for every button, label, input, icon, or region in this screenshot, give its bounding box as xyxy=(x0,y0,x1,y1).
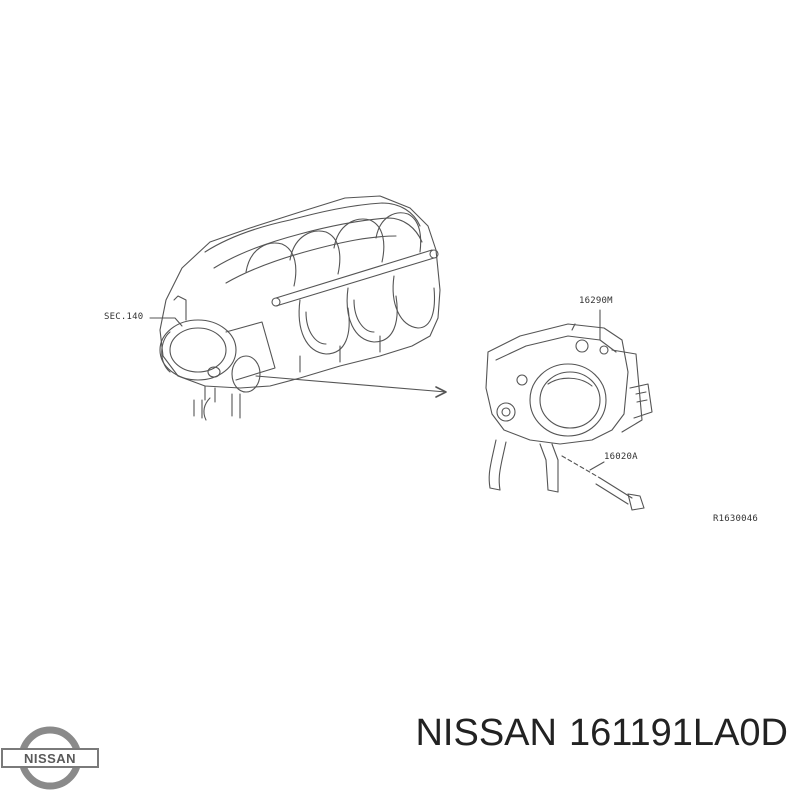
part-number-bolt-label: 16020A xyxy=(604,452,638,462)
caption-part-number: 161191LA0D xyxy=(568,712,788,754)
logo-wordmark: NISSAN xyxy=(24,751,76,766)
connection-arrow xyxy=(255,375,447,398)
throttle-body-drawing xyxy=(485,309,653,511)
leader-mark xyxy=(571,323,576,331)
section-reference-label: SEC.140 xyxy=(104,312,144,322)
part-number-throttle-body-label: 16290M xyxy=(579,296,613,306)
nissan-logo: NISSAN xyxy=(1,726,99,790)
intake-manifold-drawing xyxy=(149,195,441,421)
product-caption: NISSAN 161191LA0D xyxy=(415,712,788,755)
drawing-id-label: R1630046 xyxy=(713,514,758,524)
caption-brand: NISSAN xyxy=(415,712,557,754)
